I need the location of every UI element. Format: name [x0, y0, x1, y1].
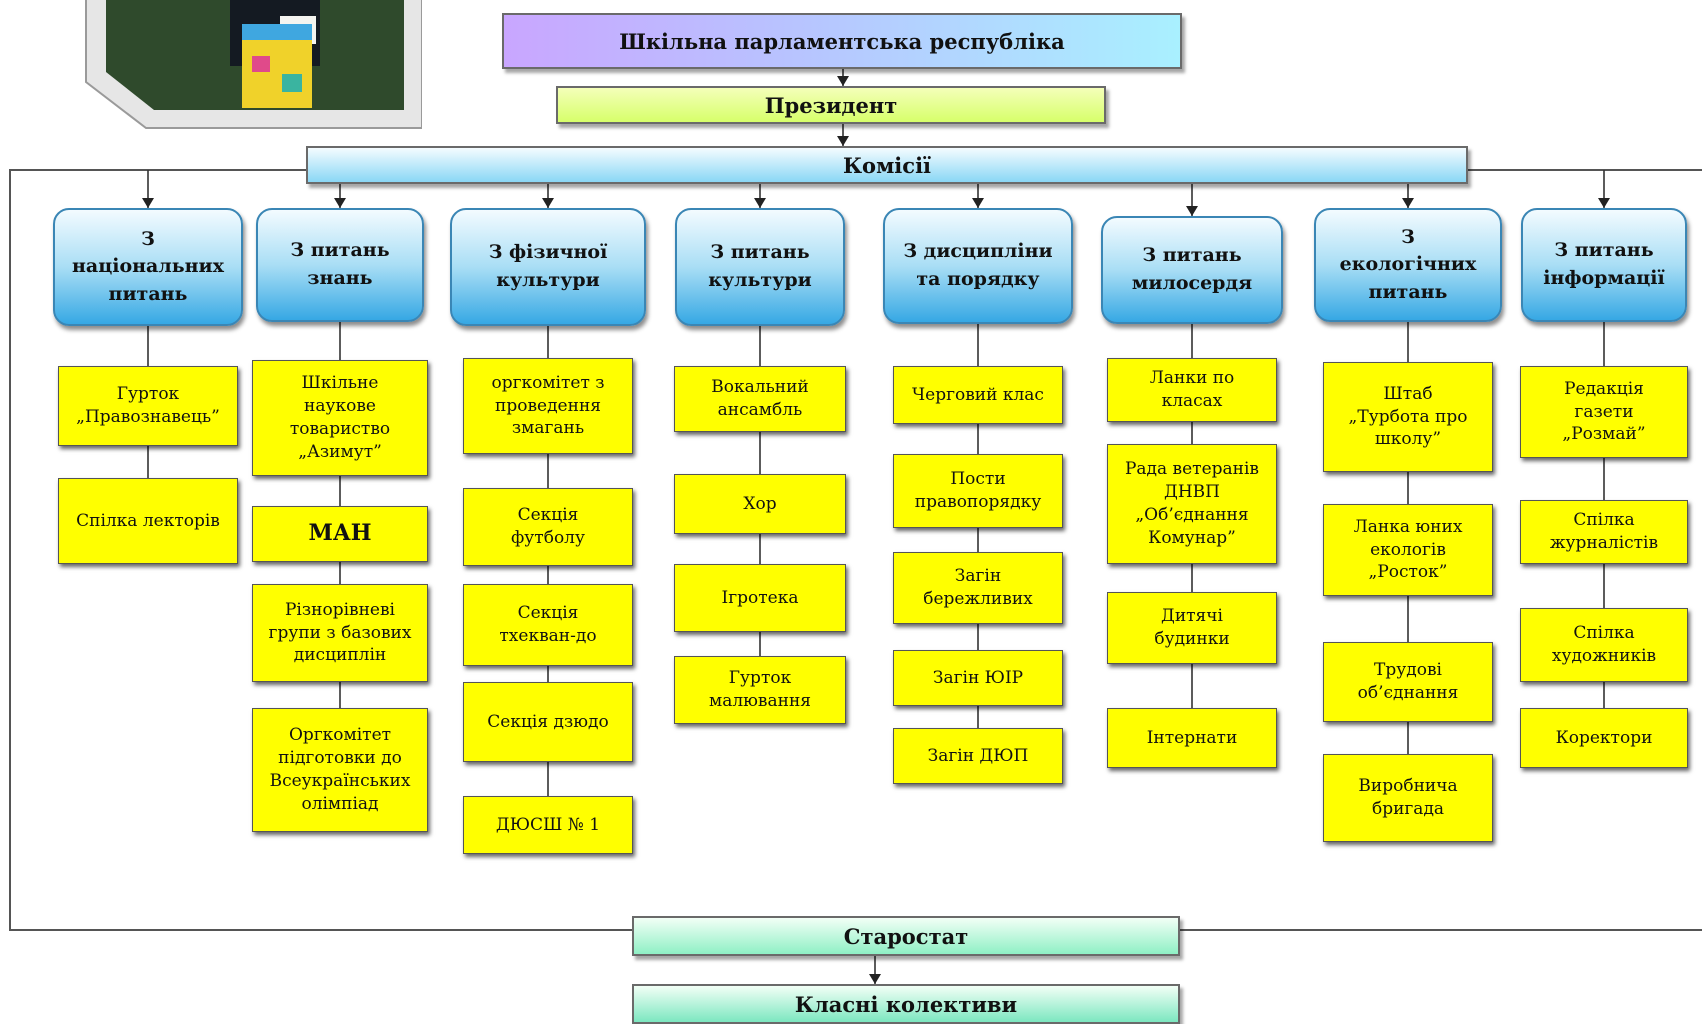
commission-arrow: [754, 198, 766, 208]
ballot-box-photo: [80, 0, 422, 132]
commission-arrow: [1598, 198, 1610, 208]
school-republic-title: Шкільна парламентська республіка: [502, 13, 1182, 69]
commission-arrow: [972, 198, 984, 208]
group-box: Гурток„Правознавець”: [58, 366, 238, 446]
class-collectives-box: Класні колективи: [632, 984, 1180, 1024]
commissions-box: Комісії: [306, 146, 1468, 184]
group-box: ДЮСШ № 1: [463, 796, 633, 854]
group-box: Загін ЮІР: [893, 650, 1063, 706]
starostat-to-classes-arrow: [869, 974, 881, 984]
commission-arrow: [142, 198, 154, 208]
group-box: Загін ДЮП: [893, 728, 1063, 784]
president-box: Президент: [556, 86, 1106, 124]
group-box: МАН: [252, 506, 428, 562]
title-to-president-arrow: [837, 76, 849, 86]
commission-arrow: [1186, 206, 1198, 216]
group-box: Черговий клас: [893, 366, 1063, 424]
president-to-commissions-arrow: [837, 136, 849, 146]
group-box: Хор: [674, 474, 846, 534]
group-box: Спілка лекторів: [58, 478, 238, 564]
group-box: Секція дзюдо: [463, 682, 633, 762]
commission-arrow: [1402, 198, 1414, 208]
group-box: Ігротека: [674, 564, 846, 632]
commission-arrow: [542, 198, 554, 208]
commission-arrow: [334, 198, 346, 208]
starostat-box: Старостат: [632, 916, 1180, 956]
group-box: Інтернати: [1107, 708, 1277, 768]
group-box: Коректори: [1520, 708, 1688, 768]
outer-frame-line: [9, 169, 1702, 931]
